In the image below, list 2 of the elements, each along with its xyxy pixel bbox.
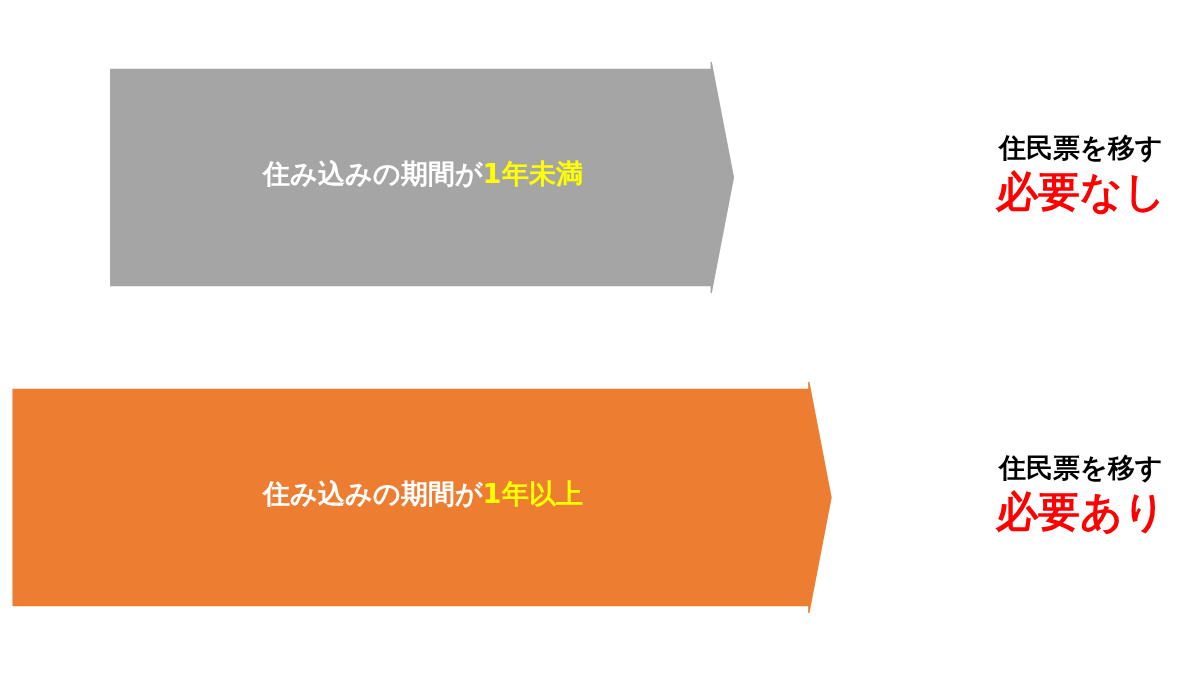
node-text: 住民票を移す 必要あり [996, 452, 1167, 537]
node-text: 住民票を移す 必要なし [996, 132, 1167, 217]
